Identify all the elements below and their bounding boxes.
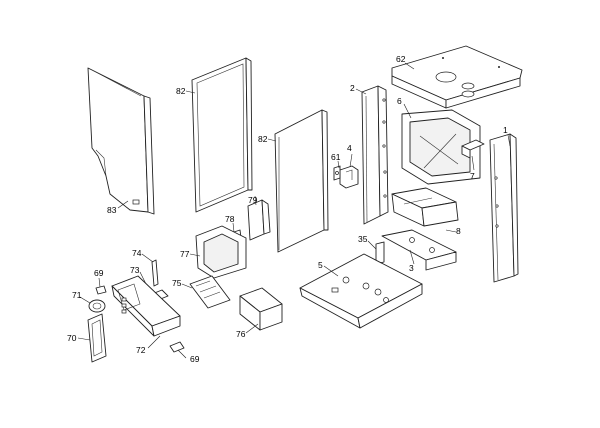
- leader-72: [147, 335, 161, 349]
- label-1: 1: [503, 125, 508, 135]
- leader-82b: [267, 138, 277, 142]
- label-35: 35: [358, 234, 368, 244]
- leader-62: [404, 62, 415, 70]
- part-79-small-panel: [247, 199, 271, 241]
- leader-3: [409, 249, 415, 265]
- leader-74: [141, 253, 154, 263]
- leader-2: [355, 88, 367, 95]
- part-5-base-plate: [299, 253, 423, 329]
- label-62: 62: [396, 54, 406, 64]
- leader-83: [117, 200, 129, 209]
- label-3: 3: [409, 263, 414, 273]
- label-72: 72: [136, 345, 146, 355]
- leader-4: [349, 153, 353, 168]
- part-82-side-panel-left: [191, 57, 253, 213]
- part-2-rear-column: [361, 85, 389, 225]
- label-61: 61: [331, 152, 341, 162]
- label-71: 71: [72, 290, 82, 300]
- label-69a: 69: [94, 268, 104, 278]
- label-83: 83: [107, 205, 117, 215]
- part-1-right-column: [489, 133, 519, 283]
- leader-5: [323, 265, 339, 277]
- leader-61: [337, 160, 340, 169]
- part-61-component: [333, 165, 341, 181]
- part-69-clip-upper: [95, 285, 107, 295]
- part-6-inner-frame: [401, 109, 481, 185]
- label-4: 4: [347, 143, 352, 153]
- leader-1: [507, 134, 511, 147]
- label-5: 5: [318, 260, 323, 270]
- part-62-top-cover: [391, 45, 523, 109]
- label-2: 2: [350, 83, 355, 93]
- leader-70: [77, 337, 91, 341]
- leader-71: [79, 296, 91, 304]
- part-8-tray: [391, 187, 459, 227]
- leader-6: [403, 103, 412, 119]
- label-69b: 69: [190, 354, 200, 364]
- leader-69a: [98, 277, 101, 288]
- part-70-cover-plate: [87, 313, 107, 363]
- part-72-front-control-panel: [111, 275, 181, 337]
- leader-82a: [185, 90, 196, 94]
- label-75: 75: [172, 278, 182, 288]
- label-76: 76: [236, 329, 246, 339]
- part-71-round-cap: [88, 299, 106, 313]
- part-35-post: [375, 241, 385, 265]
- part-75-circuit-board: [189, 275, 231, 309]
- leader-35: [367, 240, 377, 250]
- leader-69b: [177, 349, 187, 359]
- part-3-cross-brace: [381, 229, 457, 271]
- part-82-side-panel-right: [274, 109, 329, 253]
- leader-78: [232, 222, 235, 233]
- part-76-lower-bracket: [239, 287, 283, 331]
- leader-8: [445, 229, 457, 233]
- label-8: 8: [456, 226, 461, 236]
- leader-76: [245, 323, 259, 334]
- label-7: 7: [470, 171, 475, 181]
- part-77-control-housing: [195, 225, 247, 279]
- part-69-clip-lower: [169, 341, 185, 353]
- label-77: 77: [180, 249, 190, 259]
- label-79: 79: [248, 195, 258, 205]
- leader-7: [471, 155, 475, 171]
- label-74: 74: [132, 248, 142, 258]
- leader-75: [181, 283, 193, 289]
- leader-77: [189, 253, 201, 257]
- label-73: 73: [130, 265, 140, 275]
- part-4-bracket: [339, 165, 359, 189]
- label-82a: 82: [176, 86, 186, 96]
- label-6: 6: [397, 96, 402, 106]
- label-78: 78: [225, 214, 235, 224]
- part-83-door-panel: [87, 67, 155, 215]
- label-70: 70: [67, 333, 77, 343]
- part-74-rod: [151, 259, 159, 287]
- leader-79: [254, 195, 257, 206]
- part-7-angle-bracket: [461, 139, 485, 159]
- label-82b: 82: [258, 134, 268, 144]
